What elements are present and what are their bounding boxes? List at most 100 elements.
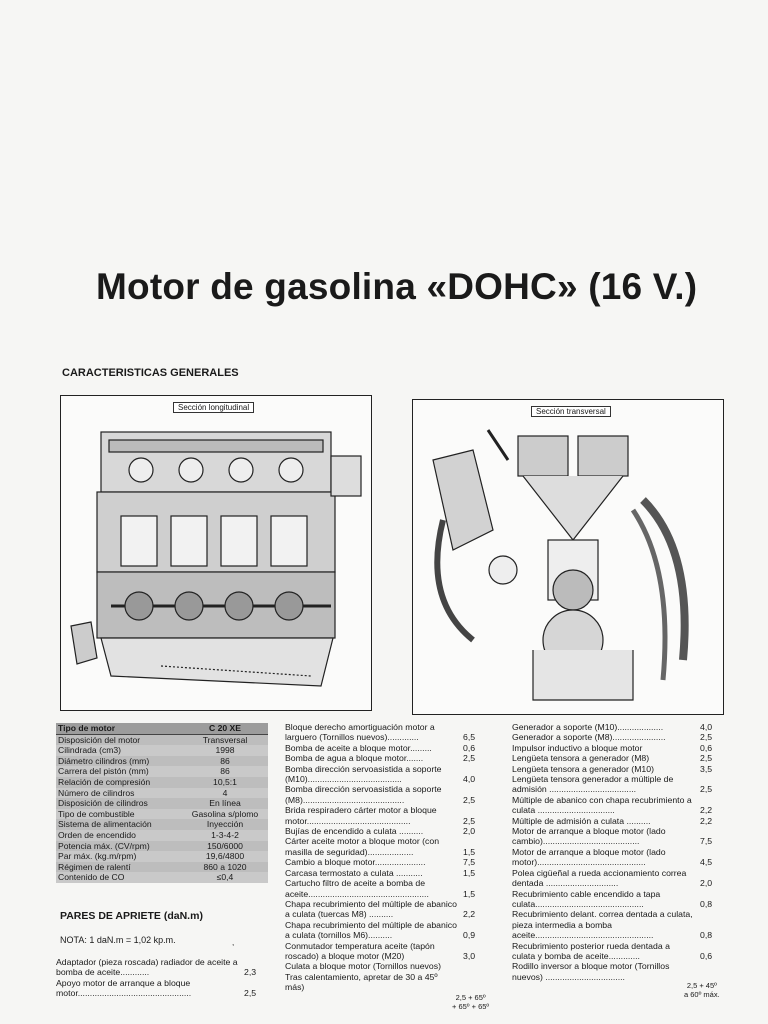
torque-entry-text: Cárter aceite motor a bloque motor (con … (285, 836, 440, 857)
torque-entry-text: Múltiple de admisión a culata .......... (512, 815, 651, 826)
torque-entry: Múltiple de abanico con chapa recubrimie… (512, 795, 724, 816)
torque-entry: Chapa recubrimiento del múltiple de aban… (285, 899, 487, 920)
torque-entry: Conmutador temperatura aceite (tapón ros… (285, 941, 487, 962)
spec-value: 86 (182, 755, 268, 767)
torque-entry: Recubrimiento cable encendido a tapa cul… (512, 889, 724, 910)
figure-caption-transverse: Sección transversal (531, 406, 611, 417)
torque-entry-text: Cambio a bloque motor...................… (285, 857, 426, 868)
torque-entry-text: Motor de arranque a bloque motor (lado c… (512, 826, 666, 847)
torque-entry: Recubrimiento posterior rueda dentada a … (512, 941, 724, 962)
torque-entry-text: Recubrimiento cable encendido a tapa cul… (512, 888, 661, 909)
spec-value: En línea (182, 798, 268, 809)
spec-label: Diámetro cilindros (mm) (56, 755, 182, 767)
torque-entry-text: Rodillo inversor a bloque motor (Tornill… (512, 961, 670, 982)
torque-column-2: Bloque derecho amortiguación motor a lar… (285, 722, 487, 993)
torque-entry-value: 1,5 (463, 867, 476, 878)
spec-value: 1998 (182, 745, 268, 756)
spec-value: 10,5:1 (182, 776, 268, 788)
longitudinal-section-figure: Sección longitudinal (60, 395, 372, 711)
spec-label: Potencia máx. (CV/rpm) (56, 840, 182, 852)
col3-foot-line-1: 2,5 + 45º (686, 981, 717, 990)
torque-entry-text: Lengüeta tensora a generador (M8) (512, 753, 650, 764)
torque-entry-value: 7,5 (700, 836, 713, 847)
torque-entry: Generador a soporte (M10)...............… (512, 722, 724, 732)
torque-entry: Bomba de aceite a bloque motor.........0… (285, 743, 487, 753)
torque-entry-text: Bujías de encendido a culata .......... (285, 826, 424, 837)
torque-entry-value: 2,5 (463, 753, 476, 764)
torque-entry-text: Bomba dirección servoasistida a soporte … (285, 784, 442, 805)
torque-entry: Adaptador (pieza roscada) radiador de ac… (56, 957, 266, 978)
torque-entry-text: Culata a bloque motor (Tornillos nuevos)… (285, 961, 441, 993)
torque-entry: Múltiple de admisión a culata ..........… (512, 816, 724, 826)
spec-label: Tipo de combustible (56, 808, 182, 820)
torque-entry-value: 3,5 (700, 763, 713, 774)
torque-entry: Lengüeta tensora a generador (M10) 3,5 (512, 764, 724, 774)
spec-value: 1-3-4-2 (182, 829, 268, 841)
torque-entry-text: Impulsor inductivo a bloque motor (512, 742, 643, 753)
torque-entry-value: 2,0 (463, 826, 476, 837)
torque-entry-text: Múltiple de abanico con chapa recubrimie… (512, 794, 692, 816)
torque-entry-text: Generador a soporte (M8)................… (512, 732, 666, 743)
torque-entry-value: 7,5 (463, 857, 476, 868)
figure-caption-longitudinal: Sección longitudinal (173, 402, 255, 413)
spec-row: Diámetro cilindros (mm)86 (56, 755, 268, 767)
spec-table-header: Tipo de motor C 20 XE (56, 723, 268, 735)
transverse-section-figure: Sección transversal (412, 399, 724, 715)
spec-label: Orden de encendido (56, 829, 182, 841)
longitudinal-engine-drawing (70, 431, 362, 687)
torque-entry: Motor de arranque a bloque motor (lado c… (512, 826, 724, 847)
torque-entry: Bloque derecho amortiguación motor a lar… (285, 722, 487, 743)
unit-note: NOTA: 1 daN.m = 1,02 kp.m. (60, 935, 176, 945)
col2-foot-line-1: 2,5 + 65º (455, 993, 486, 1002)
torque-entry-text: Brida respiradero cárter motor a bloque … (285, 805, 437, 826)
torque-entry: Cartucho filtro de aceite a bomba de ace… (285, 878, 487, 899)
spec-label: Par máx. (kg.m/rpm) (56, 851, 182, 862)
spec-value: ≤0,4 (182, 872, 268, 883)
spec-label: Cilindrada (cm3) (56, 745, 182, 756)
torque-entry-value: 0,6 (700, 950, 713, 961)
torque-entry-text: Cartucho filtro de aceite a bomba de ace… (285, 878, 429, 899)
spec-label: Contenido de CO (56, 872, 182, 883)
torque-entry-value: 1,5 (463, 846, 476, 857)
spec-label: Carrera del pistón (mm) (56, 766, 182, 777)
torque-entry: Apoyo motor de arranque a bloque motor..… (56, 978, 266, 999)
torque-entry-text: Recubrimiento delant. correa dentada a c… (512, 909, 693, 941)
torque-entry: Cárter aceite motor a bloque motor (con … (285, 836, 487, 857)
torque-entry-value: 4,0 (700, 722, 713, 732)
torque-entry: Bomba de agua a bloque motor....... 2,5 (285, 753, 487, 763)
torque-entry-value: 0,8 (700, 898, 713, 909)
torque-entry-text: Chapa recubrimiento del múltiple de aban… (285, 919, 457, 941)
torque-entry-text: Chapa recubrimiento del múltiple de aban… (285, 898, 457, 920)
transverse-engine-drawing (432, 429, 689, 701)
torque-entry-text: Generador a soporte (M10)...............… (512, 722, 664, 732)
torque-entry-value: 2,2 (700, 815, 713, 826)
torque-entry: Rodillo inversor a bloque motor (Tornill… (512, 961, 724, 982)
spec-label: Disposición de cilindros (56, 798, 182, 809)
torque-entry: Bomba dirección servoasistida a soporte … (285, 784, 487, 805)
torque-entry-value: 0,6 (463, 742, 476, 753)
torque-entry-text: Lengüeta tensora a generador (M10) (512, 763, 654, 774)
spec-label: Relación de compresión (56, 776, 182, 788)
spec-value: 150/6000 (182, 840, 268, 852)
torque-entry: Lengüeta tensora generador a múltiple de… (512, 774, 724, 795)
torque-entry-text: Carcasa termostato a culata ........... (285, 867, 423, 878)
col2-final-value: 2,5 + 65º + 65º + 65º (452, 993, 489, 1011)
col3-final-value: 2,5 + 45º a 60º máx. (684, 981, 720, 999)
torque-entry: Polea cigüeñal a rueda accionamiento cor… (512, 868, 724, 889)
torque-entry-value: 2,0 (700, 878, 713, 889)
torque-entry: Generador a soporte (M8)................… (512, 732, 724, 742)
torque-entry-text: Bomba de agua a bloque motor....... (285, 753, 424, 764)
torque-entry-text: Apoyo motor de arranque a bloque motor..… (56, 977, 192, 999)
torque-column-1: Adaptador (pieza roscada) radiador de ac… (56, 957, 266, 999)
spec-label: Régimen de ralentí (56, 861, 182, 873)
torque-entry-value: 6,5 (463, 732, 476, 743)
torque-entry-value: 2,2 (463, 909, 476, 920)
torque-entry-text: Bloque derecho amortiguación motor a lar… (285, 722, 435, 743)
torque-entry: Bomba dirección servoasistida a soporte … (285, 764, 487, 785)
